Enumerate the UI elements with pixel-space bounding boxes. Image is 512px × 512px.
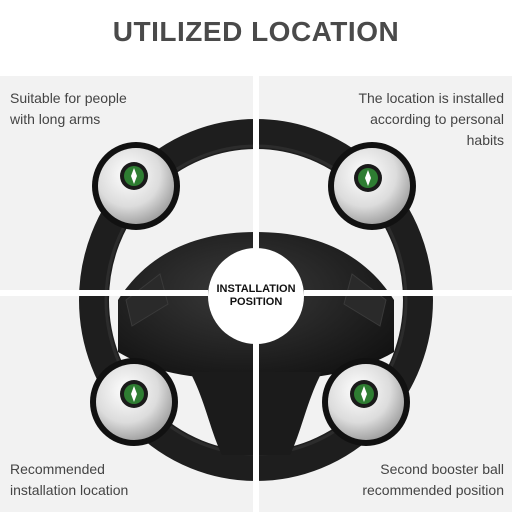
caption-top-right-line-3: habits <box>466 132 504 148</box>
caption-bottom-left-line-1: Recommended <box>10 461 105 477</box>
bottom-right-booster-knob <box>322 358 410 446</box>
caption-bottom-left: Recommended installation location <box>10 459 128 501</box>
installation-position-label: INSTALLATION POSITION <box>200 283 312 309</box>
caption-top-left: Suitable for people with long arms <box>10 88 127 130</box>
caption-top-left-line-1: Suitable for people <box>10 90 127 106</box>
caption-top-right-line-2: according to personal <box>370 111 504 127</box>
caption-top-right: The location is installed according to p… <box>358 88 504 151</box>
caption-bottom-left-line-2: installation location <box>10 482 129 498</box>
center-line-2: POSITION <box>229 296 283 308</box>
page-title: UTILIZED LOCATION <box>112 16 400 47</box>
caption-bottom-right-line-2: recommended position <box>362 482 504 498</box>
top-right-booster-knob <box>328 142 416 230</box>
caption-bottom-right: Second booster ball recommended position <box>362 459 504 501</box>
top-left-booster-knob <box>92 142 180 230</box>
caption-top-right-line-1: The location is installed <box>358 90 504 106</box>
caption-bottom-right-line-1: Second booster ball <box>380 461 504 477</box>
bottom-left-booster-knob <box>90 358 178 446</box>
caption-top-left-line-2: with long arms <box>10 111 101 127</box>
center-line-1: INSTALLATION <box>216 283 296 295</box>
